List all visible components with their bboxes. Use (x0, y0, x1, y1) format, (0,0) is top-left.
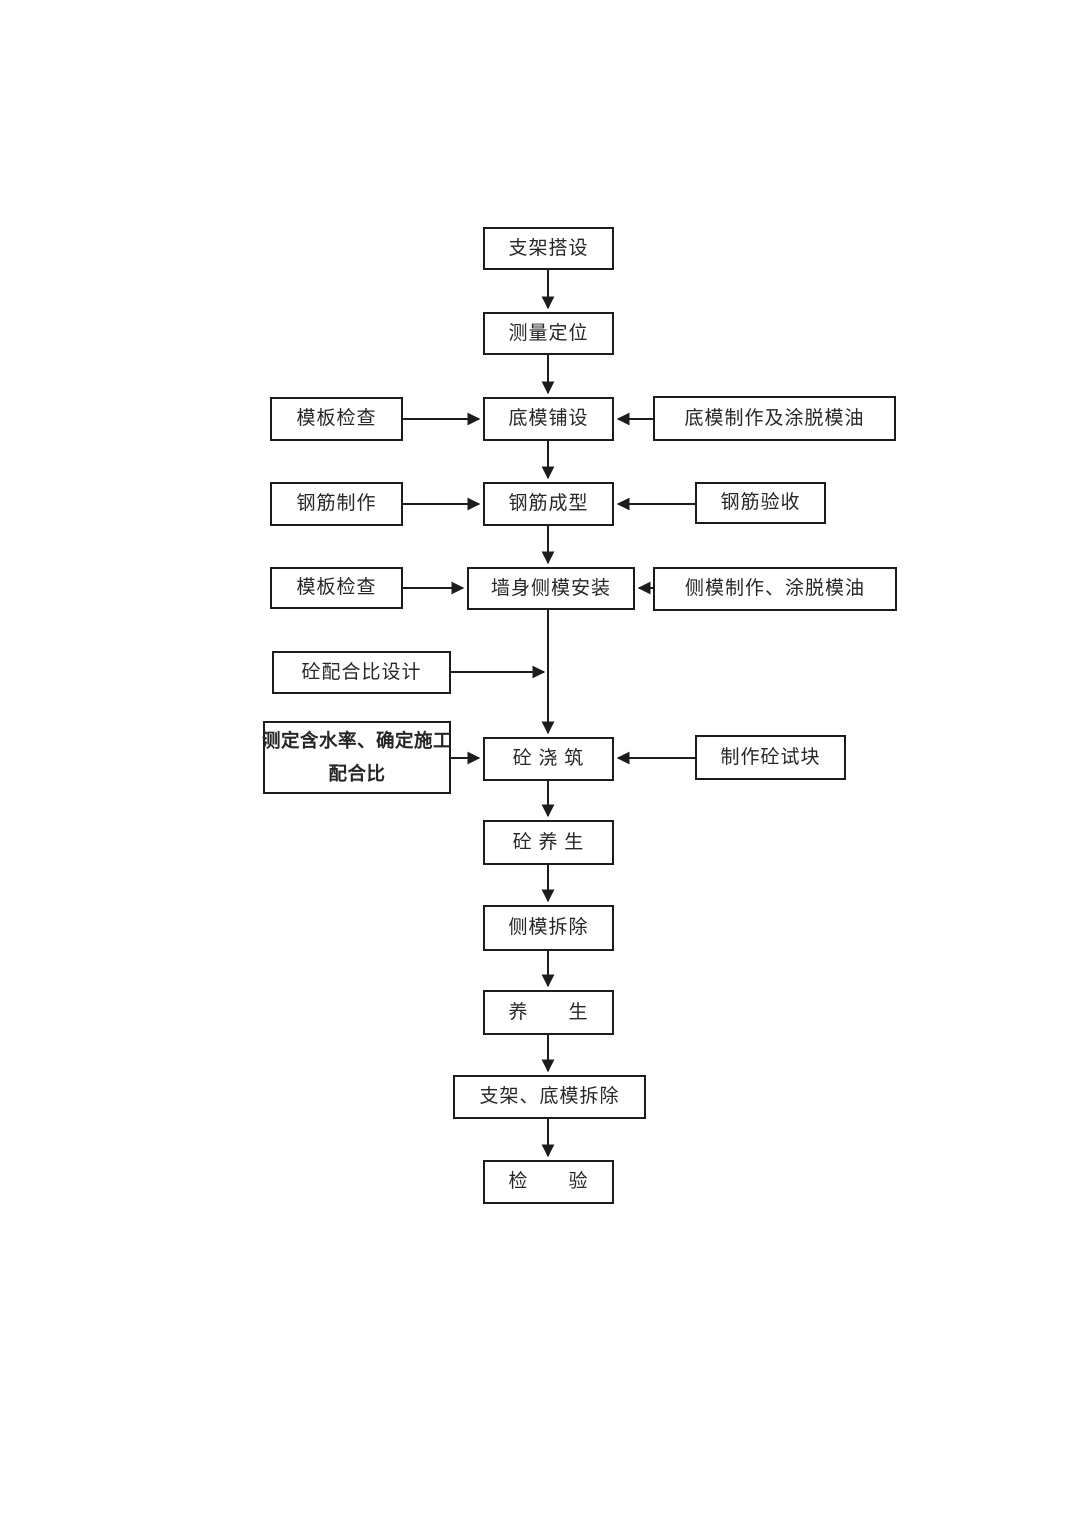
node-concrete-mix-design: 砼配合比设计 (272, 651, 451, 694)
node-concrete-test-blocks: 制作砼试块 (695, 735, 846, 780)
node-label: 模板检查 (296, 577, 377, 599)
node-label: 钢筋制作 (296, 493, 377, 515)
node-scaffold-bottom-formwork-removal: 支架、底模拆除 (453, 1075, 646, 1119)
node-scaffold-erection: 支架搭设 (483, 227, 614, 270)
node-survey-positioning: 测量定位 (483, 312, 614, 355)
node-side-formwork-making-oiling: 侧模制作、涂脱模油 (653, 567, 897, 611)
node-label: 支架搭设 (508, 237, 589, 259)
node-label-line1: 测定含水率、确定施工 (262, 730, 453, 752)
node-label: 底模铺设 (508, 408, 589, 430)
node-label: 钢筋验收 (720, 492, 801, 514)
node-bottom-formwork-laying: 底模铺设 (483, 397, 614, 441)
node-label: 砼配合比设计 (301, 661, 422, 683)
node-label: 养 生 (508, 1001, 589, 1023)
node-formwork-check-1: 模板检查 (270, 397, 403, 441)
node-label: 模板检查 (296, 408, 377, 430)
node-moisture-content-mix-ratio: 测定含水率、确定施工 配合比 (262, 721, 453, 794)
node-label: 检 验 (508, 1171, 589, 1193)
node-formwork-check-2: 模板检查 (270, 567, 403, 609)
node-label: 墙身侧模安装 (490, 577, 611, 599)
node-inspection: 检 验 (483, 1160, 614, 1204)
node-rebar-acceptance: 钢筋验收 (695, 482, 826, 524)
node-wall-side-formwork-install: 墙身侧模安装 (467, 567, 635, 610)
node-rebar-making: 钢筋制作 (270, 482, 403, 526)
node-label: 砼 养 生 (512, 831, 585, 853)
node-rebar-forming: 钢筋成型 (483, 482, 614, 526)
node-bottom-formwork-making-oiling: 底模制作及涂脱模油 (653, 396, 896, 441)
node-curing: 养 生 (483, 990, 614, 1035)
node-label: 制作砼试块 (720, 746, 821, 768)
node-side-formwork-removal: 侧模拆除 (483, 905, 614, 951)
node-label: 侧模制作、涂脱模油 (684, 578, 865, 600)
node-label: 侧模拆除 (508, 917, 589, 939)
node-label: 底模制作及涂脱模油 (684, 407, 865, 429)
node-concrete-pouring: 砼 浇 筑 (483, 737, 614, 781)
node-label: 支架、底模拆除 (479, 1086, 620, 1108)
node-concrete-curing: 砼 养 生 (483, 820, 614, 865)
node-label: 砼 浇 筑 (512, 748, 585, 770)
node-label: 钢筋成型 (508, 493, 589, 515)
node-label: 测量定位 (508, 322, 589, 344)
node-label-line2: 配合比 (328, 762, 386, 784)
